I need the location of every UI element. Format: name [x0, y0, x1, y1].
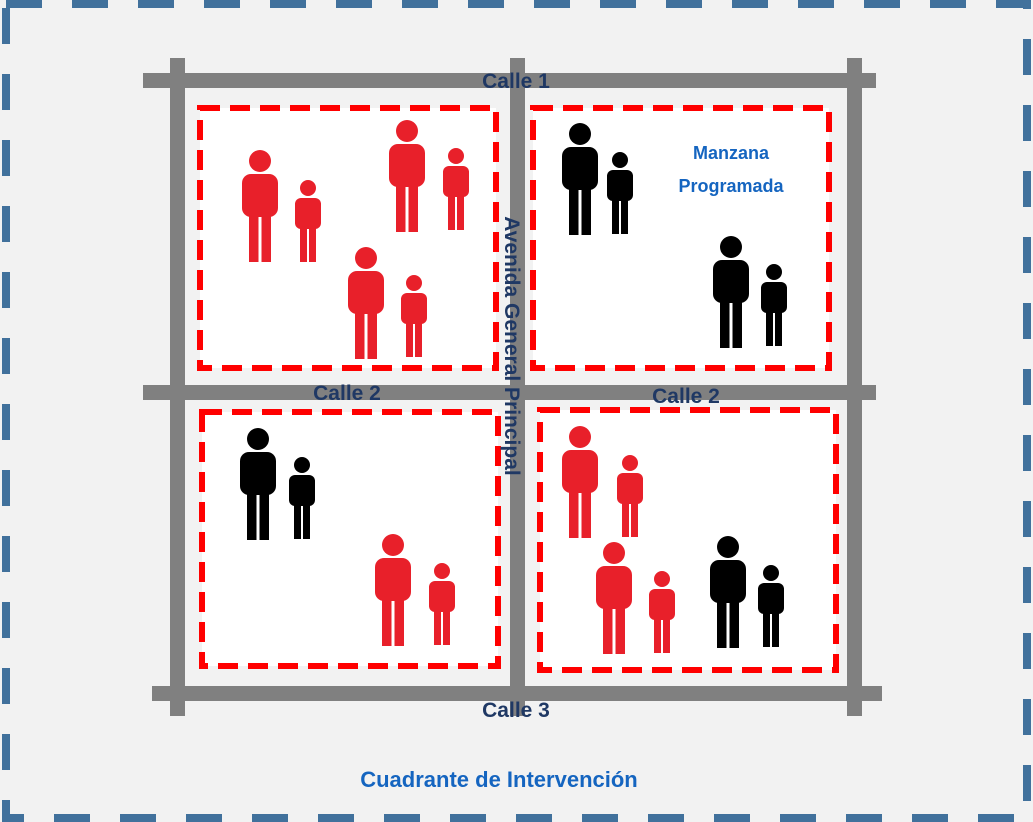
road-calle-2 [143, 385, 876, 400]
block-bottom-left [199, 409, 501, 669]
street-label-calle-2-right: Calle 2 [652, 385, 720, 408]
block-top-left [197, 105, 499, 371]
road-network [143, 58, 882, 716]
block-label-line-2: Programada [678, 176, 784, 196]
quadrant-title: Cuadrante de Intervención [360, 767, 638, 792]
road-avenida [510, 58, 525, 716]
block-bottom-right [537, 407, 839, 673]
road-left-edge [170, 58, 185, 716]
avenue-label: Avenida General Principal [500, 216, 523, 476]
road-right-edge [847, 58, 862, 716]
road-calle-1 [143, 73, 876, 88]
street-label-calle-2-left: Calle 2 [313, 382, 381, 405]
street-label-calle-3: Calle 3 [482, 699, 550, 722]
street-label-calle-1: Calle 1 [482, 70, 550, 93]
block-label-line-1: Manzana [693, 143, 770, 163]
